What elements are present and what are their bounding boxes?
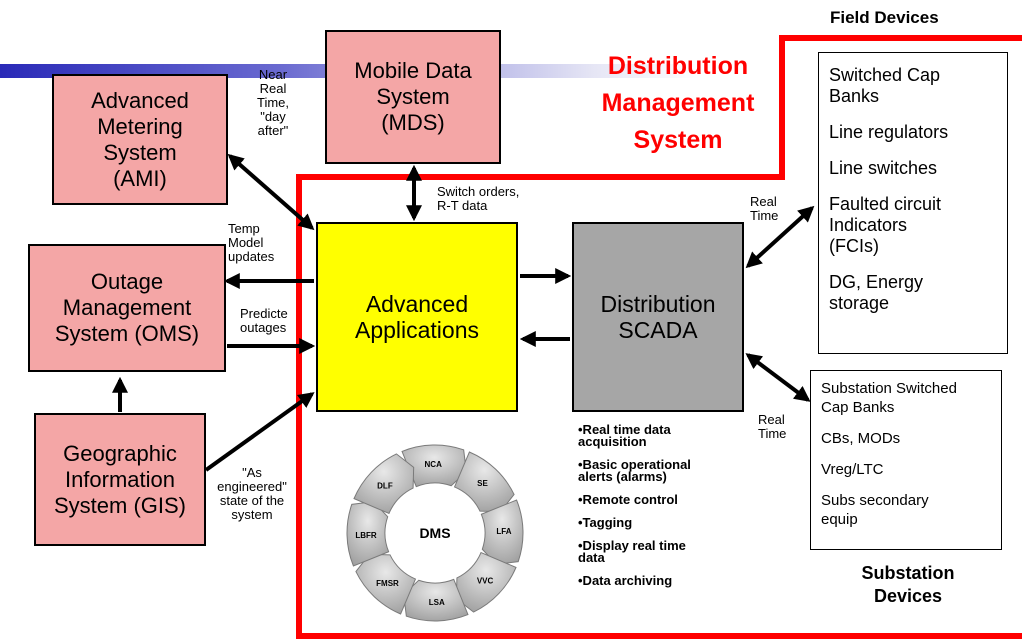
scada-functions-list: •Real time data acquisition •Basic opera… <box>578 422 758 598</box>
field-devices-list: Switched Cap Banks Line regulators Line … <box>818 52 1008 354</box>
scada-function-item: •Basic operational alerts (alarms) <box>578 457 691 484</box>
scada-function-item: •Remote control <box>578 492 678 507</box>
field-devices-heading: Field Devices <box>830 8 939 27</box>
substation-device-item: Subs secondary equip <box>821 492 929 528</box>
dms-cycle: NCA SE LFA VVC LSA FMSR LBFR DLF DMS <box>346 444 524 622</box>
dms-cycle-segment-label: NCA <box>425 460 443 469</box>
label-real-time-field: Real Time <box>750 194 779 223</box>
scada-box: Distribution SCADA <box>572 222 744 412</box>
arrow-scada-field <box>745 205 815 269</box>
arrow-ami-apps <box>227 153 315 231</box>
field-device-item: Line switches <box>829 158 938 178</box>
dms-cycle-segment-label: FMSR <box>376 579 399 588</box>
dms-cycle-segment-label: LBFR <box>355 531 377 540</box>
substation-device-item: Vreg/LTC <box>821 461 884 478</box>
scada-function-item: •Real time data acquisition <box>578 422 671 449</box>
scada-function-item: •Data archiving <box>578 573 673 588</box>
advanced-applications-box: Advanced Applications <box>316 222 518 412</box>
field-device-item: Switched Cap Banks <box>829 65 941 106</box>
label-as-engineered: "As engineered" state of the system <box>217 465 287 522</box>
label-temp-model: Temp Model updates <box>228 221 275 264</box>
field-device-item: DG, Energy storage <box>829 272 924 313</box>
gis-box: Geographic Information System (GIS) <box>34 413 206 546</box>
dms-cycle-segment-label: SE <box>477 479 488 488</box>
mds-box: Mobile Data System (MDS) <box>325 30 501 164</box>
dms-cycle-segment <box>346 501 390 567</box>
scada-function-item: •Display real time data <box>578 538 686 565</box>
oms-box: Outage Management System (OMS) <box>28 244 226 372</box>
substation-device-item: Substation Switched Cap Banks <box>821 380 957 416</box>
dms-cycle-segment <box>455 551 517 613</box>
dms-cycle-segment <box>355 553 417 615</box>
substation-device-item: CBs, MODs <box>821 430 901 447</box>
arrow-scada-subs <box>745 353 811 402</box>
ami-box: Advanced Metering System (AMI) <box>52 74 228 205</box>
field-device-item: Faulted circuit Indicators (FCIs) <box>829 194 942 256</box>
dms-title: Distribution Management System <box>601 52 755 154</box>
dms-cycle-segment <box>453 451 515 513</box>
label-switch-orders: Switch orders, R-T data <box>437 184 520 213</box>
dms-cycle-segment <box>353 453 415 515</box>
dms-cycle-segment-label: DLF <box>377 482 393 491</box>
dms-cycle-center-label: DMS <box>419 525 450 541</box>
arrow-gis-apps <box>204 392 315 472</box>
substation-devices-heading: Substation Devices <box>861 563 955 606</box>
label-predicted-outages: Predicte outages <box>240 306 288 335</box>
dms-cycle-segment <box>480 499 524 565</box>
field-device-item: Line regulators <box>829 122 949 142</box>
substation-devices-list: Substation Switched Cap Banks CBs, MODs … <box>810 370 1002 550</box>
label-real-time-subs: Real Time <box>758 412 787 441</box>
scada-function-item: •Tagging <box>578 515 633 530</box>
dms-cycle-segment <box>403 578 469 622</box>
dms-cycle-segment-label: VVC <box>477 576 494 585</box>
dms-cycle-segment <box>401 444 467 488</box>
dms-cycle-segment-label: LFA <box>496 527 511 536</box>
dms-cycle-segment-label: LSA <box>429 598 445 607</box>
label-near-real-time: Near Real Time, "day after" <box>256 67 290 138</box>
